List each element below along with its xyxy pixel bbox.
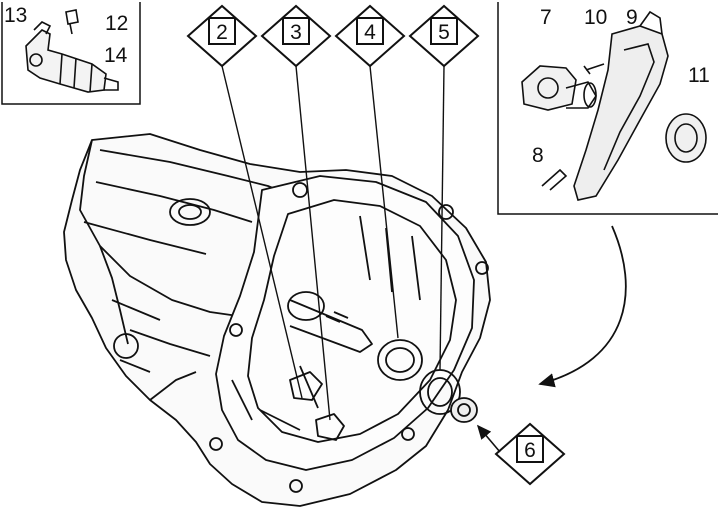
- leader-line-3: [295, 65, 331, 421]
- leader-line-2: [221, 65, 303, 399]
- inset-left: 13 12 14: [1, 2, 141, 105]
- callout-4-label: 4: [364, 21, 376, 44]
- gearbox-housing-drawing: [63, 133, 491, 507]
- callout-6: 6: [476, 422, 566, 486]
- callout-3: 3: [260, 4, 332, 421]
- release-bearing-drawing: [521, 65, 597, 111]
- label-9: 9: [626, 6, 638, 29]
- callout-4: 4: [334, 4, 406, 339]
- label-11: 11: [688, 64, 710, 87]
- callout-5: 5: [408, 4, 480, 371]
- bolt-drawing: [583, 63, 605, 75]
- callout-6-label: 6: [524, 439, 536, 462]
- bushing-drawing: [665, 113, 707, 163]
- sensor-part-drawing: [25, 9, 119, 93]
- callout-3-label: 3: [290, 21, 302, 44]
- callout-2: 2: [186, 4, 303, 399]
- callout-2-label: 2: [216, 21, 228, 44]
- release-fork-drawing: [573, 10, 669, 201]
- curved-arrow: [538, 225, 627, 388]
- label-10: 10: [584, 6, 607, 29]
- label-7: 7: [540, 6, 552, 29]
- clip-drawing: [541, 168, 568, 191]
- leader-line-5: [439, 65, 445, 371]
- leader-line-4: [369, 65, 399, 339]
- label-8: 8: [532, 144, 544, 167]
- label-12: 12: [105, 12, 128, 35]
- callout-5-label: 5: [438, 21, 450, 44]
- leader-arrow-6: [476, 424, 501, 453]
- inset-right: 7 10 9 11 8: [497, 2, 718, 215]
- label-14: 14: [104, 44, 128, 67]
- label-13: 13: [4, 4, 27, 27]
